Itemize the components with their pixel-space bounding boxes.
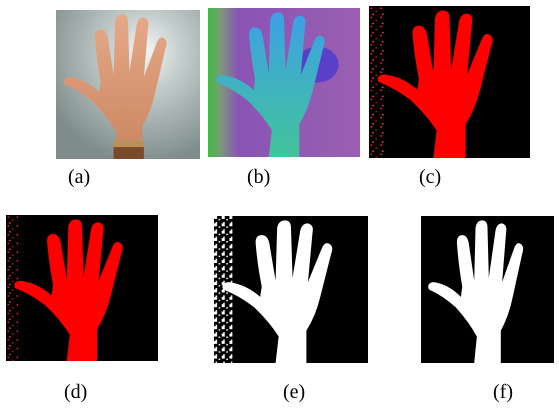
panel-b-label: (b) xyxy=(247,166,271,188)
panel-f-label: (f) xyxy=(493,381,513,403)
panel-c-image xyxy=(369,6,530,158)
panel-d-label: (d) xyxy=(64,381,88,403)
panel-a-image xyxy=(56,10,200,159)
panel-f-image xyxy=(421,216,554,363)
panel-e-image xyxy=(214,216,368,363)
panel-e-label: (e) xyxy=(283,381,306,403)
panel-b-image xyxy=(208,8,360,157)
panel-a-label: (a) xyxy=(68,166,91,188)
panel-c-label: (c) xyxy=(419,166,442,188)
panel-d-image xyxy=(6,215,158,361)
